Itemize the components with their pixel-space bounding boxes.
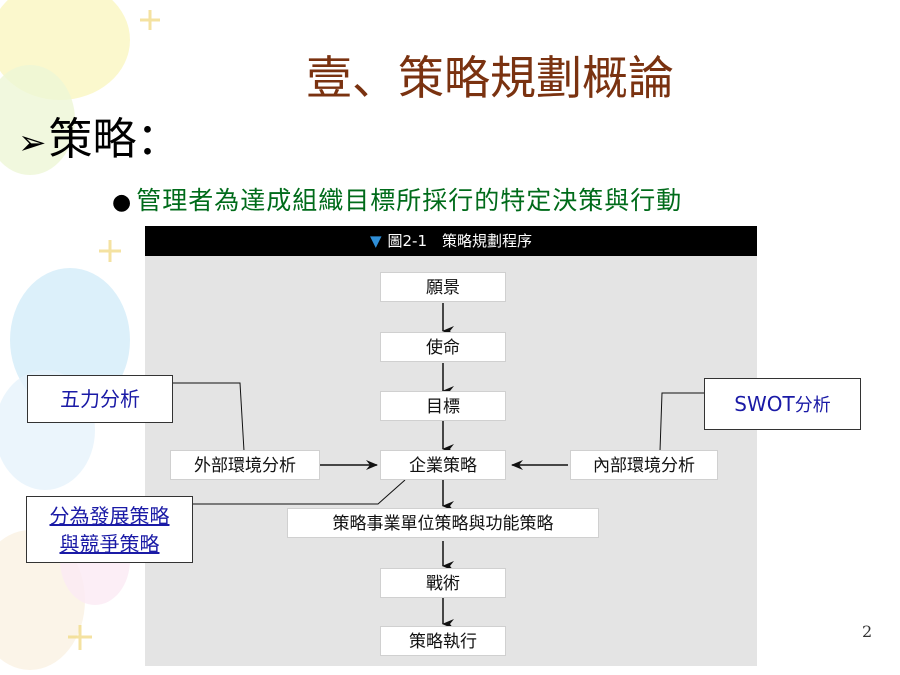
sub-bullet-text: 管理者為達成組織目標所採行的特定決策與行動 <box>136 186 683 215</box>
node-goals: 目標 <box>380 391 506 421</box>
callout-swot: SWOT分析 <box>704 378 861 430</box>
node-external-analysis: 外部環境分析 <box>170 450 320 480</box>
swot-text: SWOT <box>734 392 795 416</box>
split-line-1: 分為發展策略 <box>49 504 170 528</box>
callout-strategy-split: 分為發展策略 與競爭策略 <box>26 496 193 563</box>
node-corporate-strategy: 企業策略 <box>380 450 506 480</box>
sub-bullet: ●管理者為達成組織目標所採行的特定決策與行動 <box>112 183 682 221</box>
heading-text: 策略： <box>48 114 181 165</box>
triangle-marker-icon: ▼ <box>369 232 382 250</box>
node-tactics: 戰術 <box>380 568 506 598</box>
node-vision: 願景 <box>380 272 506 302</box>
bullet-heading: ➢策略： <box>18 112 181 171</box>
node-internal-analysis: 內部環境分析 <box>570 450 718 480</box>
callout-five-forces: 五力分析 <box>27 375 173 423</box>
node-mission: 使命 <box>380 332 506 362</box>
node-execution: 策略執行 <box>380 626 506 656</box>
swot-suffix-text: 分析 <box>794 395 831 416</box>
arrow-bullet-icon: ➢ <box>18 123 47 163</box>
node-business-functional: 策略事業單位策略與功能策略 <box>287 508 599 538</box>
split-line-2: 與競爭策略 <box>59 532 160 556</box>
page-number: 2 <box>862 622 873 641</box>
five-forces-text: 五力分析 <box>60 387 140 411</box>
figure-caption: 圖2-1 策略規劃程序 <box>387 232 533 250</box>
figure-caption-bar: ▼ 圖2-1 策略規劃程序 <box>145 226 757 256</box>
slide-title: 壹、策略規劃概論 <box>306 51 674 105</box>
dot-bullet-icon: ● <box>112 190 133 215</box>
